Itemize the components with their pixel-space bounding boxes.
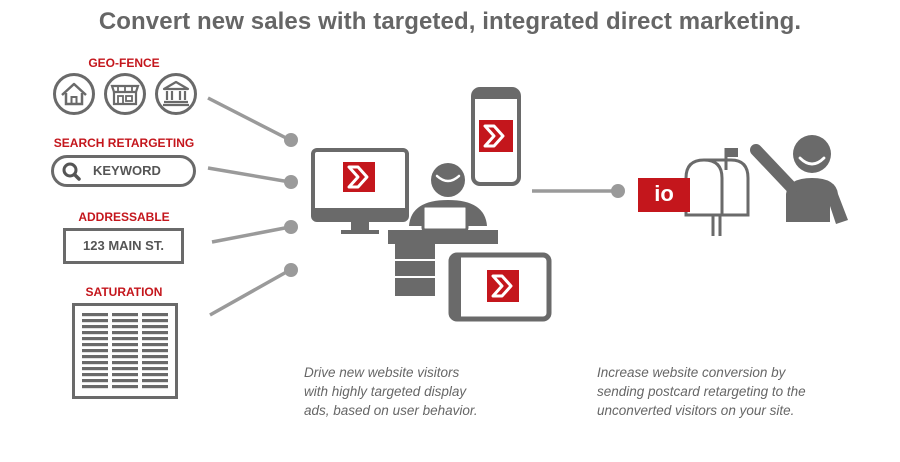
postcard-badge-text: io: [654, 181, 674, 206]
document-text-line: [82, 373, 108, 377]
postcard-caption-line: Increase website conversion by: [597, 365, 786, 380]
document-text-line: [82, 385, 108, 389]
display-caption-line: with highly targeted display: [304, 384, 467, 399]
brand-logo-icon: [343, 162, 375, 192]
document-text-line: [112, 367, 138, 371]
postcard-caption-line: sending postcard retargeting to the: [597, 384, 806, 399]
document-text-line: [112, 343, 138, 347]
document-text-line: [142, 325, 168, 329]
smartphone-icon: [471, 87, 521, 186]
keyword-text: KEYWORD: [93, 163, 161, 178]
postcard-icon: [638, 178, 690, 212]
waving-person-icon: [750, 135, 848, 224]
document-text-line: [82, 343, 108, 347]
document-text-line: [112, 361, 138, 365]
document-text-line: [142, 337, 168, 341]
document-text-line: [82, 379, 108, 383]
bank-icon: [155, 73, 197, 115]
address-text: 123 MAIN ST.: [83, 238, 164, 253]
house-icon: [53, 73, 95, 115]
document-text-line: [112, 379, 138, 383]
tablet-icon: [448, 252, 552, 322]
display-caption-line: ads, based on user behavior.: [304, 403, 478, 418]
geo-fence-label: GEO-FENCE: [88, 56, 160, 70]
document-text-line: [112, 385, 138, 389]
postcard-caption: Increase website conversion by sending p…: [597, 363, 806, 420]
document-text-line: [142, 385, 168, 389]
desk-icon: [388, 230, 498, 296]
postcard-caption-line: unconverted visitors on your site.: [597, 403, 795, 418]
document-text-line: [82, 367, 108, 371]
document-text-line: [82, 325, 108, 329]
saturation-document-icon: [72, 303, 178, 399]
document-text-line: [112, 319, 138, 323]
storefront-icon: [104, 73, 146, 115]
document-text-line: [142, 361, 168, 365]
document-text-line: [82, 313, 108, 317]
person-at-laptop-icon: [409, 163, 487, 232]
document-text-line: [112, 313, 138, 317]
document-text-line: [82, 349, 108, 353]
saturation-label: SATURATION: [85, 285, 163, 299]
document-text-line: [82, 337, 108, 341]
document-text-line: [112, 331, 138, 335]
document-text-line: [82, 319, 108, 323]
document-text-line: [112, 325, 138, 329]
document-text-line: [82, 361, 108, 365]
document-text-line: [142, 379, 168, 383]
geo-fence-icons: [52, 72, 198, 116]
mailbox-icon: [684, 148, 750, 236]
addressable-label: ADDRESSABLE: [78, 210, 170, 224]
document-text-line: [82, 355, 108, 359]
address-box: 123 MAIN ST.: [63, 228, 184, 264]
document-text-line: [142, 349, 168, 353]
brand-logo-icon: [479, 120, 513, 152]
document-text-line: [142, 355, 168, 359]
document-text-line: [142, 313, 168, 317]
document-text-line: [112, 337, 138, 341]
document-text-line: [142, 343, 168, 347]
document-text-line: [112, 349, 138, 353]
desktop-monitor-icon: [311, 148, 409, 234]
document-text-line: [142, 373, 168, 377]
document-text-line: [142, 367, 168, 371]
document-text-line: [142, 319, 168, 323]
devices-scene: [305, 80, 560, 325]
document-text-line: [112, 373, 138, 377]
brand-logo-icon: [487, 270, 519, 302]
keyword-search-box: KEYWORD: [51, 155, 196, 187]
search-icon: [62, 162, 81, 181]
headline: Convert new sales with targeted, integra…: [98, 8, 802, 35]
document-text-line: [82, 331, 108, 335]
display-ads-caption: Drive new website visitors with highly t…: [304, 363, 478, 420]
postcard-scene: io: [636, 130, 856, 240]
document-text-line: [142, 331, 168, 335]
display-caption-line: Drive new website visitors: [304, 365, 460, 380]
search-retargeting-label: SEARCH RETARGETING: [53, 136, 195, 150]
document-text-line: [112, 355, 138, 359]
